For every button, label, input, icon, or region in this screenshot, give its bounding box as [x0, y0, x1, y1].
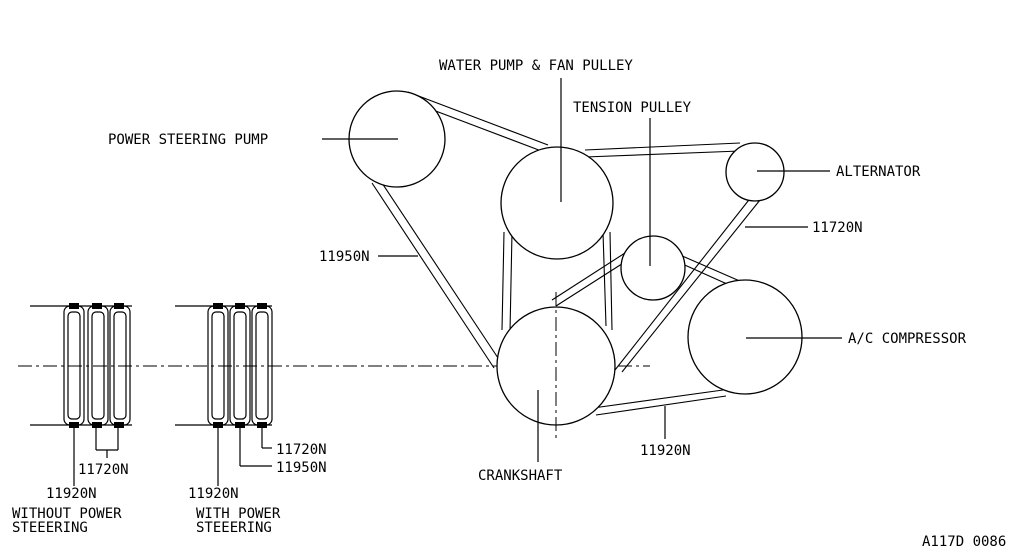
alternator-pulley — [725, 142, 785, 202]
belt-waterpump-crank — [501, 231, 613, 333]
label-mid-11720n: 11720N — [276, 442, 327, 458]
label-belt-11920n: 11920N — [640, 443, 691, 459]
label-crankshaft: CRANKSHAFT — [478, 468, 563, 484]
belt-11720n — [551, 142, 761, 373]
cross-section-with-ps — [175, 303, 273, 486]
label-left-11720n: 11720N — [78, 462, 129, 478]
label-tension-pulley: TENSION PULLEY — [573, 100, 692, 116]
label-power-steering-pump: POWER STEERING PUMP — [108, 132, 268, 148]
label-left-11920n: 11920N — [46, 486, 97, 502]
label-with-ps-line1: WITH POWER — [196, 506, 281, 522]
label-without-ps-line1: WITHOUT POWER — [12, 506, 122, 522]
figure-code: A117D 0086 — [922, 534, 1006, 550]
label-water-pump: WATER PUMP & FAN PULLEY — [439, 58, 633, 74]
belt-11920n — [592, 254, 743, 416]
ac-compressor-pulley — [687, 279, 803, 395]
label-mid-11950n: 11950N — [276, 460, 327, 476]
label-belt-11720n: 11720N — [812, 220, 863, 236]
water-pump-pulley — [500, 146, 614, 260]
tension-pulley — [620, 235, 686, 301]
label-ac-compressor: A/C COMPRESSOR — [848, 331, 967, 347]
label-without-ps-line2: STEEERING — [12, 520, 88, 536]
label-alternator: ALTERNATOR — [836, 164, 921, 180]
cross-section-without-ps — [30, 303, 132, 486]
label-belt-11950n: 11950N — [319, 249, 370, 265]
label-with-ps-line2: STEEERING — [196, 520, 272, 536]
label-mid-11920n: 11920N — [188, 486, 239, 502]
